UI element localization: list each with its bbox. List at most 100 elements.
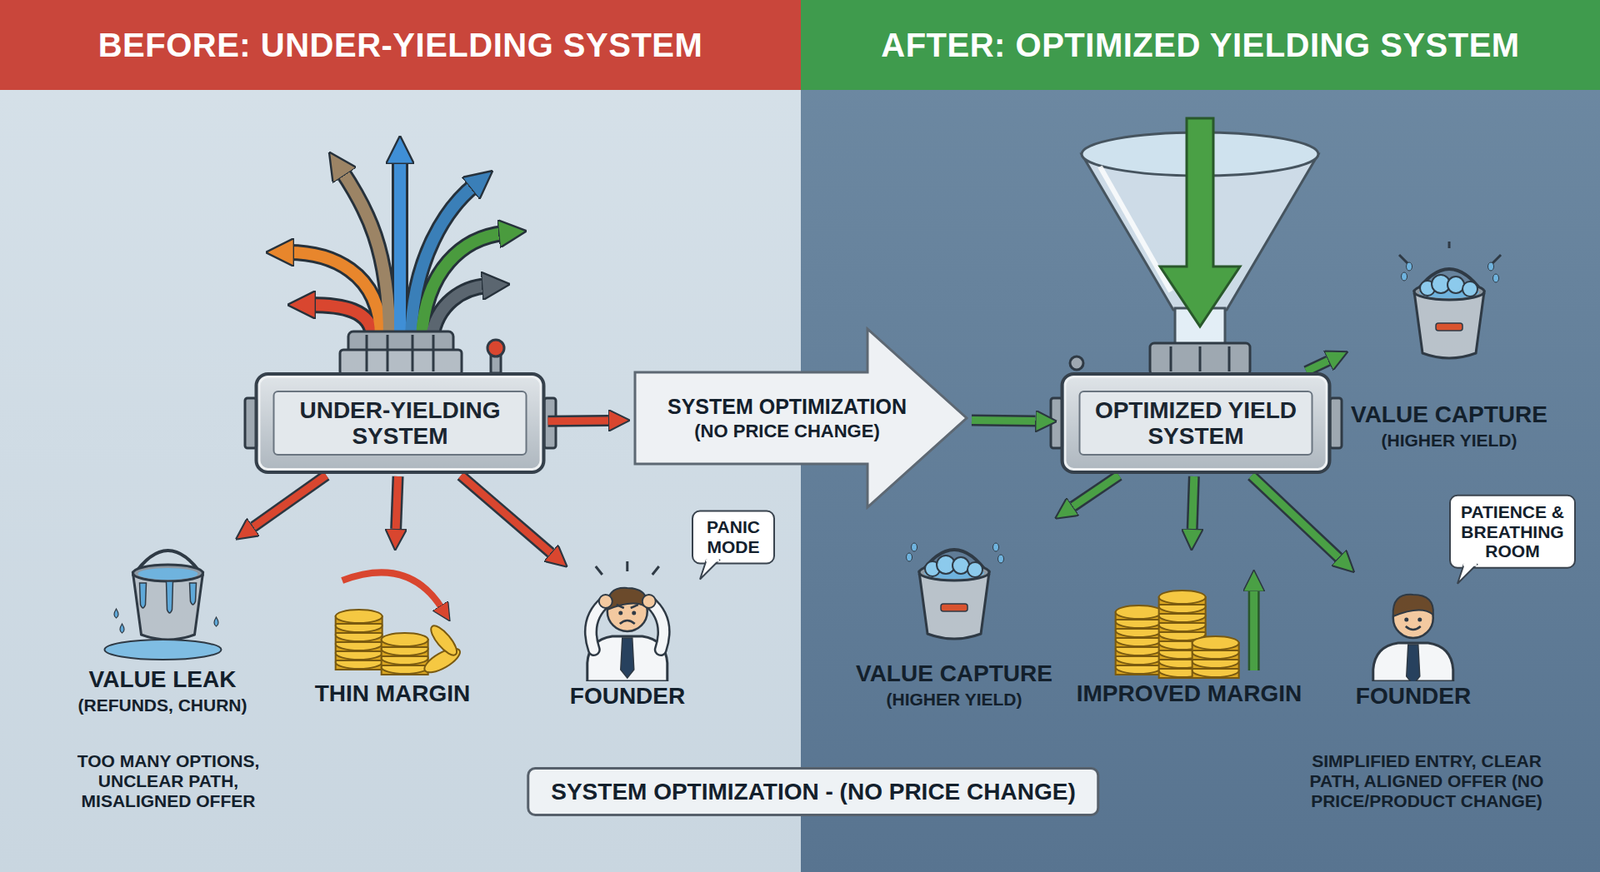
illustration-ellipse [998, 555, 1005, 564]
illustration-g [906, 543, 1005, 640]
intake-arrow [1160, 118, 1240, 327]
illustration-circle [1417, 618, 1422, 623]
arrow-shape [633, 326, 970, 510]
node-subtitle: (HIGHER YIELD) [1381, 430, 1518, 451]
note-text: TOO MANY OPTIONS, UNCLEAR PATH, MISALIGN… [55, 751, 281, 812]
illustration-line [616, 605, 625, 609]
pipe-block [340, 331, 462, 375]
node-title: VALUE CAPTURE [855, 660, 1053, 687]
illustration-path [288, 252, 381, 338]
outcome-node: IMPROVED MARGIN [1076, 554, 1303, 707]
illustration-path [649, 601, 665, 650]
flow-arrow [460, 475, 551, 554]
item-icon [91, 541, 234, 665]
outcome-node: VALUE LEAK(REFUNDS, CHURN) [78, 541, 248, 716]
illustration-path [590, 601, 606, 650]
illustration-line [411, 335, 415, 372]
flow-arrow [1305, 360, 1328, 371]
arrow-shaft [971, 416, 1036, 425]
node-title: VALUE CAPTURE [1350, 401, 1548, 428]
illustration-path [1250, 587, 1259, 671]
illustration-path [1160, 118, 1240, 327]
illustration-g [1399, 241, 1501, 359]
illustration-ellipse [104, 640, 221, 660]
illustration-rect [340, 350, 462, 375]
illustration-path [342, 572, 443, 610]
item-icon [1105, 554, 1273, 680]
illustration-ellipse [335, 610, 383, 624]
illustration-ellipse [427, 622, 462, 660]
note-text: SIMPLIFIED ENTRY, CLEAR PATH, ALIGNED OF… [1285, 751, 1569, 812]
illustration-path [1393, 595, 1434, 617]
scatter-arrows [288, 158, 505, 338]
illustration-ellipse [381, 633, 429, 647]
illustration-line [595, 566, 603, 575]
illustration-ellipse [1488, 262, 1495, 271]
founder-node: FOUNDER [570, 556, 685, 710]
system-box: OPTIMIZED YIELD SYSTEM [1060, 372, 1332, 475]
illustration-path [394, 158, 406, 338]
control-knob [487, 340, 505, 374]
flow-arrow [253, 475, 326, 528]
illustration-circle [599, 595, 613, 609]
illustration-path [165, 581, 173, 614]
illustration-ellipse [137, 568, 198, 580]
illustration-circle [1070, 356, 1084, 370]
illustration-ellipse [1493, 274, 1500, 283]
illustration-line [1448, 241, 1451, 249]
arrow-outline [395, 476, 398, 530]
header-band: AFTER: OPTIMIZED YIELDING SYSTEM [800, 0, 1600, 90]
illustration-rect [1150, 343, 1250, 375]
illustration-line [630, 605, 639, 609]
illustration-path [120, 624, 125, 634]
illustration-g [104, 550, 221, 660]
illustration-line [1199, 346, 1202, 372]
illustration-g [1115, 587, 1255, 679]
arrow-shaft [548, 416, 610, 425]
illustration-ellipse [911, 543, 918, 552]
header-band: BEFORE: UNDER-YIELDING SYSTEM [0, 0, 801, 90]
illustration-line [1228, 346, 1231, 372]
illustration-polygon [635, 329, 967, 508]
illustration-g [1373, 595, 1454, 682]
illustration-line [652, 566, 660, 575]
illustration-path [139, 583, 146, 609]
node-title: THIN MARGIN [315, 680, 471, 707]
node-title: FOUNDER [570, 683, 685, 710]
node-title: OPTIMIZED YIELD SYSTEM [1079, 390, 1314, 457]
system-box: UNDER-YIELDING SYSTEM [255, 372, 546, 475]
illustration-path [431, 285, 488, 338]
transition-arrow: SYSTEM OPTIMIZATION(NO PRICE CHANGE) [633, 326, 970, 510]
illustration-rect [940, 604, 968, 612]
node-title: IMPROVED MARGIN [1076, 680, 1303, 707]
node-title: SYSTEM OPTIMIZATION - (NO PRICE CHANGE) [550, 779, 1075, 805]
arrow-outline [1073, 475, 1120, 507]
illustration-path [1406, 645, 1420, 682]
node-subtitle: (REFUNDS, CHURN) [78, 695, 248, 716]
arrow-outline [1251, 475, 1339, 558]
speech-bubble: PATIENCE & BREATHING ROOM [1449, 495, 1576, 570]
illustration-line [1399, 255, 1408, 264]
outcome-node: VALUE CAPTURE(HIGHER YIELD) [1350, 241, 1548, 451]
illustration-path [587, 636, 668, 682]
illustration-ellipse [1406, 262, 1413, 271]
illustration-g [335, 572, 464, 677]
outcome-node: VALUE CAPTURE (HIGHER YIELD) [855, 520, 1053, 710]
speech-bubble: PANIC MODE [691, 510, 775, 565]
illustration-path [590, 601, 606, 650]
illustration-path [132, 573, 203, 640]
illustration-circle [1404, 618, 1409, 623]
flow-arrow [1073, 475, 1120, 507]
illustration-path [189, 583, 196, 605]
node-subtitle: (HIGHER YIELD) [886, 690, 1023, 710]
illustration-ellipse [1401, 272, 1408, 281]
arrow-shaft [1251, 475, 1339, 558]
illustration-ellipse [1115, 605, 1163, 620]
illustration-rect [1435, 323, 1463, 331]
item-icon [891, 520, 1017, 660]
illustration-path [620, 620, 635, 625]
arrow-shaft [253, 475, 326, 528]
illustration-ellipse [993, 543, 1000, 552]
illustration-path [341, 170, 390, 338]
node-title: SYSTEM OPTIMIZATION [667, 395, 907, 419]
